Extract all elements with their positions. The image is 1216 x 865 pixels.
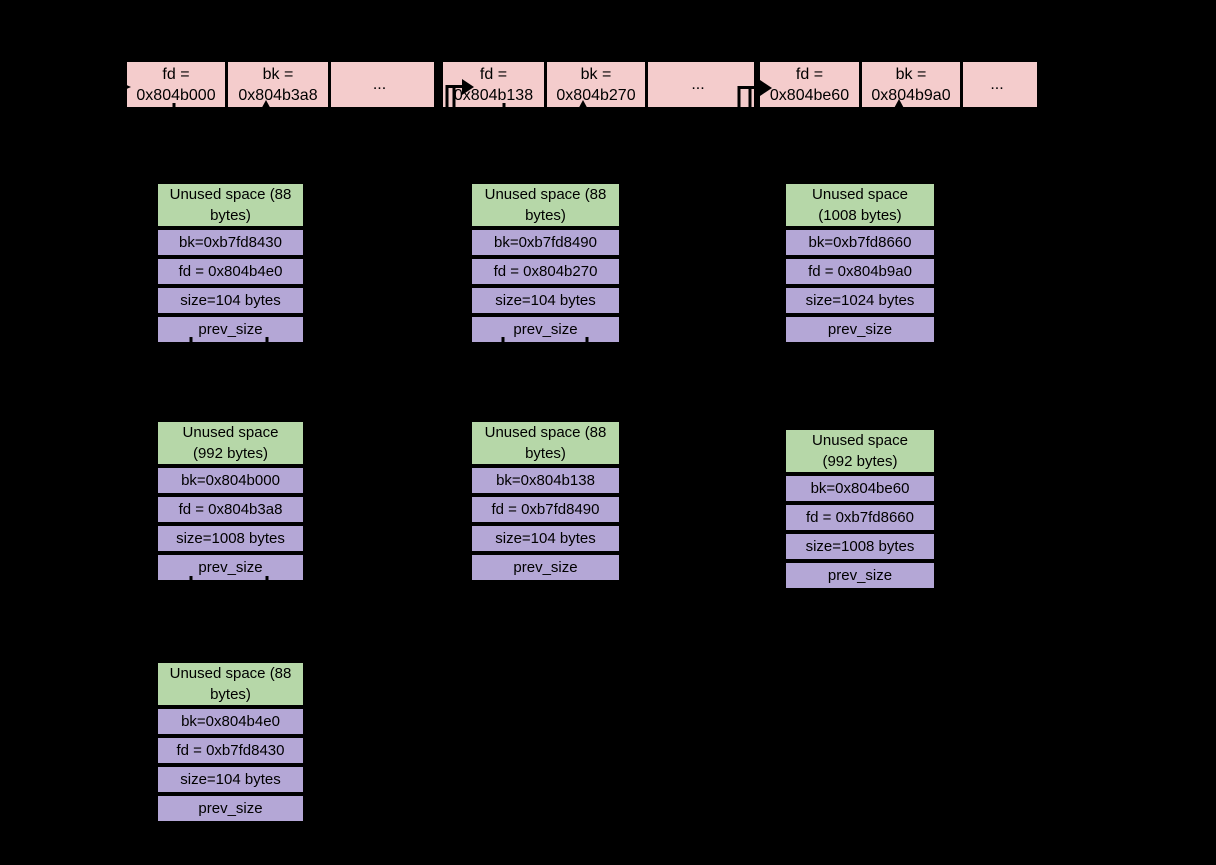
size-field: size=104 bytes <box>470 286 621 315</box>
bin-array-group-3: fd = 0x804be60 bk = 0x804b9a0 ... <box>757 59 1040 110</box>
size-field: size=104 bytes <box>156 765 305 794</box>
bin-cell-fd: fd = 0x804b138 <box>453 65 534 104</box>
size-field: size=104 bytes <box>156 286 305 315</box>
unused-space-label: Unused space (992 bytes) <box>784 428 936 474</box>
arrow-line <box>92 85 116 89</box>
bin-cell-bk: bk = 0x804b270 <box>544 62 645 107</box>
bin-cell-bk: bk = 0x804b9a0 <box>859 62 960 107</box>
bin-cell-ellipsis: ... <box>960 62 1031 107</box>
bin-array-group-1: fd = 0x804b000 bk = 0x804b3a8 ... <box>124 59 437 110</box>
bk-field: bk=0xb7fd8490 <box>470 228 621 257</box>
bk-field: bk=0xb7fd8660 <box>784 228 936 257</box>
prev-size-field: prev_size <box>470 553 621 582</box>
free-chunk: Unused space (88 bytes) bk=0x804b4e0 fd … <box>156 661 305 823</box>
bk-field: bk=0x804b4e0 <box>156 707 305 736</box>
size-field: size=1008 bytes <box>156 524 305 553</box>
fd-field: fd = 0xb7fd8660 <box>784 503 936 532</box>
size-field: size=104 bytes <box>470 524 621 553</box>
fd-field: fd = 0xb7fd8490 <box>470 495 621 524</box>
bk-field: bk=0x804b138 <box>470 466 621 495</box>
bin-array-group-2: fd = 0x804b138 bk = 0x804b270 ... <box>440 59 757 110</box>
bin-cell-ellipsis: ... <box>645 62 748 107</box>
bin-cell-fd: fd = 0x804be60 <box>769 65 850 104</box>
free-chunk: Unused space (1008 bytes) bk=0xb7fd8660 … <box>784 182 936 344</box>
bk-field: bk=0x804b000 <box>156 466 305 495</box>
fd-field: fd = 0x804b4e0 <box>156 257 305 286</box>
fd-field: fd = 0x804b9a0 <box>784 257 936 286</box>
prev-size-field: prev_size <box>784 315 936 344</box>
unused-space-label: Unused space (992 bytes) <box>156 420 305 466</box>
fd-field: fd = 0x804b270 <box>470 257 621 286</box>
bk-field: bk=0xb7fd8430 <box>156 228 305 257</box>
free-chunk: Unused space (992 bytes) bk=0x804be60 fd… <box>784 428 936 590</box>
free-chunk: Unused space (88 bytes) bk=0x804b138 fd … <box>470 420 621 582</box>
unused-space-label: Unused space (88 bytes) <box>470 182 621 228</box>
bin-cell-bk: bk = 0x804b3a8 <box>225 62 328 107</box>
unused-space-label: Unused space (1008 bytes) <box>784 182 936 228</box>
prev-size-field: prev_size <box>156 553 305 582</box>
unused-space-label: Unused space (88 bytes) <box>470 420 621 466</box>
bin-cell-fd: fd = 0x804b000 <box>136 65 216 104</box>
unused-space-label: Unused space (88 bytes) <box>156 661 305 707</box>
prev-size-field: prev_size <box>470 315 621 344</box>
prev-size-field: prev_size <box>784 561 936 590</box>
free-chunk: Unused space (992 bytes) bk=0x804b000 fd… <box>156 420 305 582</box>
free-chunk: Unused space (88 bytes) bk=0xb7fd8430 fd… <box>156 182 305 344</box>
arrow-line <box>264 108 268 122</box>
bin-cell-ellipsis: ... <box>328 62 428 107</box>
arrow-line <box>581 108 585 122</box>
fd-field: fd = 0xb7fd8430 <box>156 736 305 765</box>
size-field: size=1024 bytes <box>784 286 936 315</box>
free-chunk: Unused space (88 bytes) bk=0xb7fd8490 fd… <box>470 182 621 344</box>
size-field: size=1008 bytes <box>784 532 936 561</box>
bk-field: bk=0x804be60 <box>784 474 936 503</box>
prev-size-field: prev_size <box>156 794 305 823</box>
unused-space-label: Unused space (88 bytes) <box>156 182 305 228</box>
prev-size-field: prev_size <box>156 315 305 344</box>
fd-field: fd = 0x804b3a8 <box>156 495 305 524</box>
